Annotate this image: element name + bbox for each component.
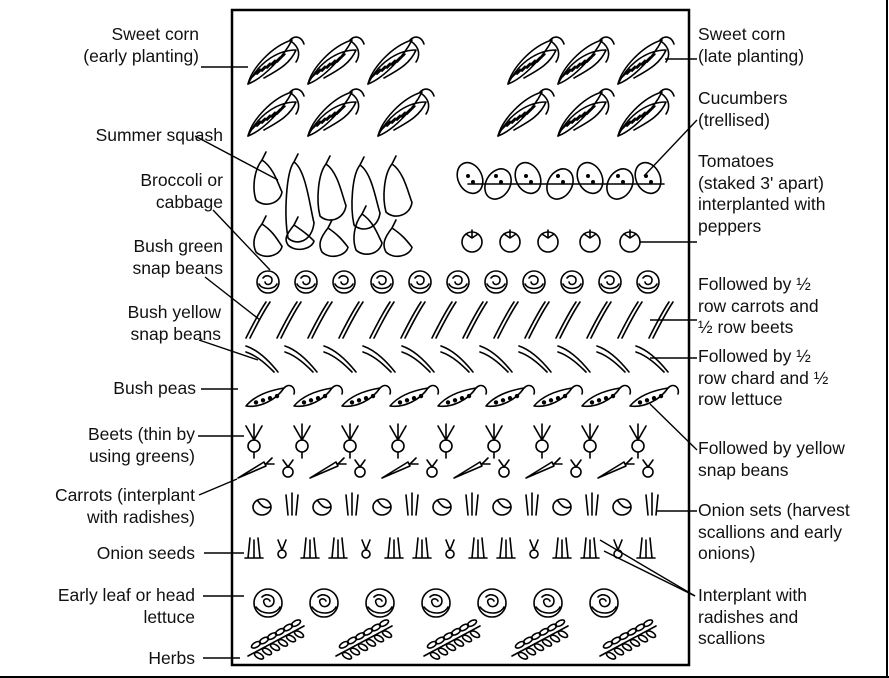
label-line: Bush peas: [113, 378, 196, 400]
label-line: row chard and ½: [698, 368, 828, 390]
label-line: Early leaf or head: [58, 585, 195, 607]
label-line: Bush green: [133, 236, 224, 258]
label-line: Herbs: [148, 648, 195, 670]
label-line: Carrots (interplant: [55, 485, 195, 507]
label-line: Followed by yellow: [698, 438, 845, 460]
label-line: onions): [698, 543, 850, 565]
label-line: with radishes): [55, 507, 195, 529]
label-followed-carrots-beets: Followed by ½ row carrots and ½ row beet…: [698, 274, 819, 339]
label-line: cabbage: [140, 192, 223, 214]
label-line: interplanted with: [698, 194, 825, 216]
label-line: Summer squash: [96, 125, 223, 147]
label-line: Beets (thin by: [88, 424, 195, 446]
label-line: Sweet corn: [83, 24, 199, 46]
label-line: Followed by ½: [698, 274, 819, 296]
label-onion-sets: Onion sets (harvest scallions and early …: [698, 500, 850, 565]
label-line: peppers: [698, 216, 825, 238]
label-bush-peas: Bush peas: [113, 378, 196, 400]
label-line: (trellised): [698, 110, 787, 132]
label-lettuce: Early leaf or head lettuce: [58, 585, 195, 628]
label-line: scallions and early: [698, 522, 850, 544]
label-line: ½ row beets: [698, 317, 819, 339]
label-line: Onion seeds: [97, 543, 195, 565]
label-line: Followed by ½: [698, 346, 828, 368]
label-bush-green-beans: Bush green snap beans: [133, 236, 224, 279]
label-line: snap beans: [128, 324, 221, 346]
label-beets: Beets (thin by using greens): [88, 424, 195, 467]
label-line: snap beans: [698, 460, 845, 482]
label-broccoli-cabbage: Broccoli or cabbage: [140, 170, 223, 213]
label-tomatoes: Tomatoes (staked 3' apart) interplanted …: [698, 151, 825, 237]
label-line: row carrots and: [698, 296, 819, 318]
label-carrots: Carrots (interplant with radishes): [55, 485, 195, 528]
label-sweet-corn-late: Sweet corn (late planting): [698, 24, 804, 67]
label-line: Broccoli or: [140, 170, 223, 192]
label-interplant-radishes: Interplant with radishes and scallions: [698, 585, 807, 650]
label-line: Interplant with: [698, 585, 807, 607]
label-line: Bush yellow: [128, 302, 221, 324]
label-line: snap beans: [133, 258, 224, 280]
label-summer-squash: Summer squash: [96, 125, 223, 147]
label-line: (early planting): [83, 46, 199, 68]
label-sweet-corn-early: Sweet corn (early planting): [83, 24, 199, 67]
label-line: Tomatoes: [698, 151, 825, 173]
label-line: Sweet corn: [698, 24, 804, 46]
label-followed-chard-lettuce: Followed by ½ row chard and ½ row lettuc…: [698, 346, 828, 411]
label-herbs: Herbs: [148, 648, 195, 670]
label-line: Cucumbers: [698, 88, 787, 110]
label-line: scallions: [698, 628, 807, 650]
label-bush-yellow-beans: Bush yellow snap beans: [128, 302, 221, 345]
label-line: (staked 3' apart): [698, 173, 825, 195]
leader-line: [650, 404, 697, 450]
label-onion-seeds: Onion seeds: [97, 543, 195, 565]
leader-line: [644, 120, 697, 176]
label-line: lettuce: [58, 607, 195, 629]
label-line: row lettuce: [698, 389, 828, 411]
label-line: radishes and: [698, 607, 807, 629]
leader-line: [199, 479, 237, 495]
label-followed-yellow-beans: Followed by yellow snap beans: [698, 438, 845, 481]
label-line: Onion sets (harvest: [698, 500, 850, 522]
label-cucumbers: Cucumbers (trellised): [698, 88, 787, 131]
leader-line: [604, 551, 695, 596]
label-line: using greens): [88, 446, 195, 468]
label-line: (late planting): [698, 46, 804, 68]
leader-line: [600, 540, 695, 596]
